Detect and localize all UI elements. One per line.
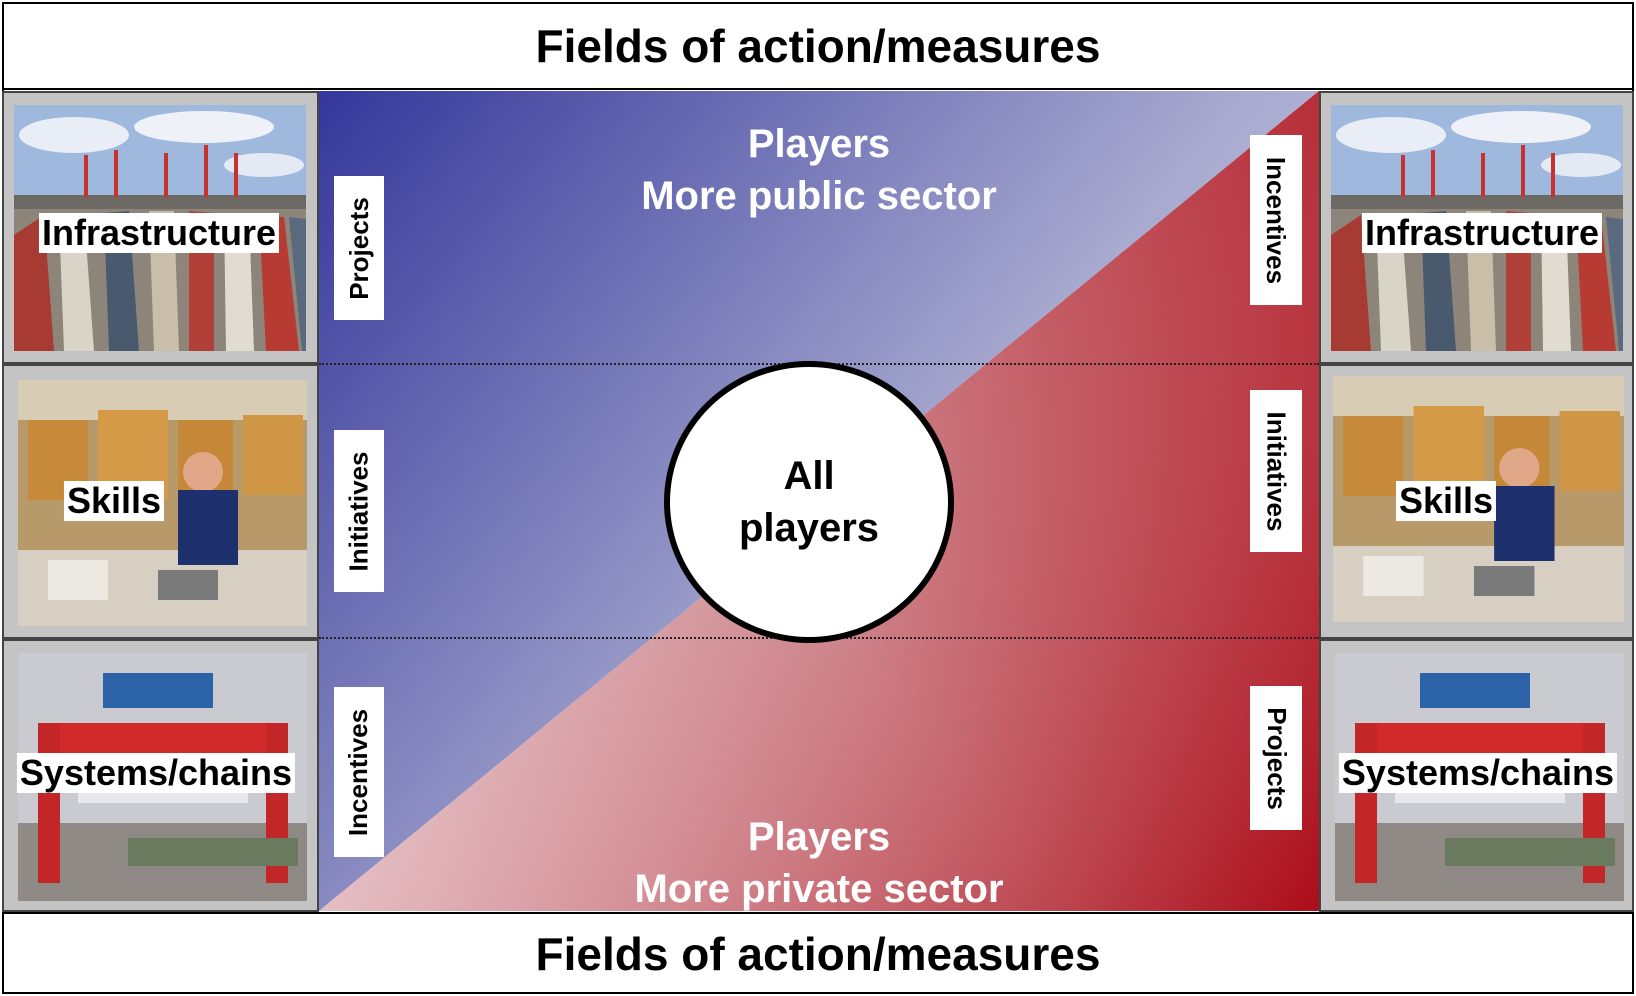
footer-title: Fields of action/measures (2, 912, 1634, 994)
right-tile-infrastructure: Infrastructure (1319, 91, 1634, 364)
field-label-infrastructure-right: Infrastructure (1361, 213, 1603, 253)
field-label-systems-chains-right: Systems/chains (1338, 753, 1618, 793)
right-tile-skills: Skills (1319, 364, 1634, 639)
right-label-incentives: Incentives (1250, 135, 1302, 305)
public-players-text: Players More public sector (319, 118, 1319, 222)
right-tile-systems: Systems/chains (1319, 639, 1634, 912)
circle-line1: All (783, 454, 835, 498)
field-label-systems-chains: Systems/chains (16, 753, 296, 793)
left-label-projects: Projects (334, 176, 384, 320)
left-label-incentives: Incentives (334, 687, 384, 857)
left-label-initiatives: Initiatives (334, 430, 384, 592)
public-players-line2: More public sector (641, 174, 997, 218)
all-players-circle: All players (664, 361, 954, 643)
field-label-skills-right: Skills (1395, 481, 1497, 521)
field-label-skills: Skills (63, 481, 165, 521)
header-title: Fields of action/measures (2, 4, 1634, 90)
right-label-projects: Projects (1250, 686, 1302, 830)
left-tile-infrastructure: Infrastructure (2, 91, 319, 364)
left-tile-systems: Systems/chains (2, 639, 319, 912)
private-players-text: Players More private sector (319, 811, 1319, 911)
field-label-infrastructure: Infrastructure (38, 213, 280, 253)
public-players-line1: Players (747, 122, 891, 166)
right-label-initiatives: Initiatives (1250, 390, 1302, 552)
private-players-line2: More private sector (634, 867, 1004, 911)
circle-line2: players (738, 506, 880, 550)
left-tile-skills: Skills (2, 364, 319, 639)
private-players-line1: Players (747, 815, 891, 859)
